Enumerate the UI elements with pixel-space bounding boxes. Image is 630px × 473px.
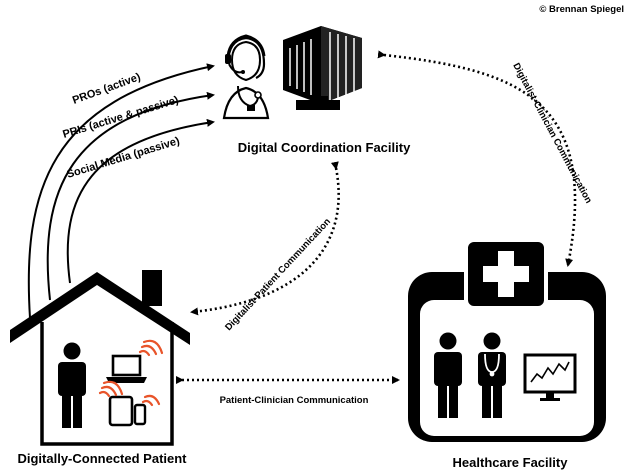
label-patient-clinician: Patient-Clinician Communication bbox=[220, 395, 369, 406]
hospital-cross-icon bbox=[464, 238, 548, 310]
coordination-facility-label: Digital Coordination Facility bbox=[238, 140, 411, 155]
label-digitalist-patient: Digitalist-Patient Communication bbox=[223, 216, 333, 333]
link-digitalist-clinician bbox=[377, 50, 577, 267]
digital-coordination-facility: Digital Coordination Facility bbox=[222, 26, 411, 155]
stream-social-arrow bbox=[66, 118, 215, 284]
link-digitalist-patient bbox=[190, 161, 340, 316]
nurse-headset-icon bbox=[222, 34, 270, 120]
person-icon bbox=[434, 332, 462, 418]
data-streams bbox=[27, 63, 215, 319]
tablet-icon bbox=[108, 395, 134, 427]
stream-label-pros: PROs (active) bbox=[71, 71, 143, 107]
label-digitalist-clinician: Digitalist-Clinician Communication bbox=[510, 61, 594, 205]
communication-links bbox=[176, 50, 577, 384]
office-building-icon bbox=[283, 26, 362, 110]
stream-pros-arrow bbox=[27, 63, 215, 319]
patient-label: Digitally-Connected Patient bbox=[17, 451, 187, 466]
monitor-chart-icon bbox=[523, 353, 577, 401]
stream-pris-arrow bbox=[46, 91, 215, 301]
person-icon bbox=[58, 342, 86, 428]
stream-label-social: Social Media (passive) bbox=[65, 135, 181, 181]
laptop-icon bbox=[106, 354, 147, 383]
copyright-text: © Brennan Spiegel bbox=[539, 4, 624, 15]
healthcare-facility-label: Healthcare Facility bbox=[453, 455, 569, 470]
doctor-icon bbox=[478, 332, 506, 418]
wifi-signal-icon bbox=[98, 339, 164, 407]
house-icon bbox=[10, 270, 190, 446]
digitally-connected-patient: Digitally-Connected Patient bbox=[10, 270, 190, 466]
phone-icon bbox=[133, 403, 147, 426]
healthcare-facility: Healthcare Facility bbox=[408, 238, 606, 470]
